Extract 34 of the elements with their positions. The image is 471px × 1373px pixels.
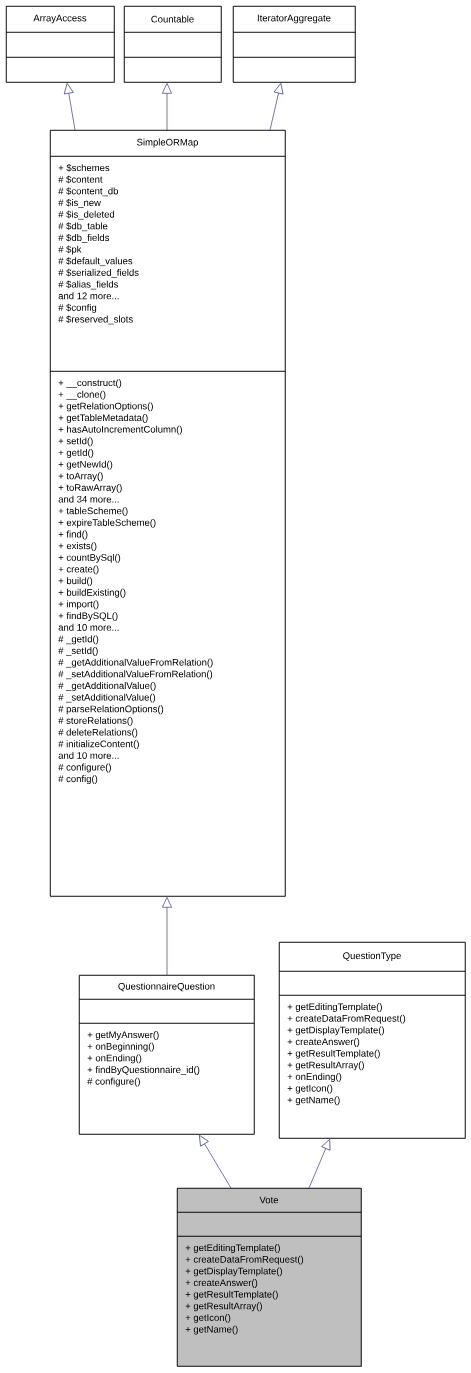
method-compartment: + getEditingTemplate() + createDataFromRequest() + getDisplayTemplate() + createAnswer() + getResultTemplate() + getResultArray() + onEnding() + getIcon() + getName(): [279, 995, 466, 1139]
inheritance-arrow: [162, 897, 172, 976]
method-compartment: [6, 57, 115, 83]
attribute-compartment: [79, 999, 255, 1024]
inheritance-arrow: [269, 83, 284, 131]
class-box: [233, 6, 356, 83]
method-compartment: [124, 57, 222, 83]
class-name-row: ArrayAccess: [6, 6, 115, 33]
class-box: [124, 6, 222, 83]
inheritance-arrow: [199, 1134, 232, 1189]
attribute-compartment: [177, 1212, 362, 1237]
inheritance-arrow: [63, 83, 76, 131]
method-compartment: + getMyAnswer() + onBeginning() + onEnding() + findByQuestionnaire_id() # configure(): [79, 1023, 255, 1135]
class-name-row: Countable: [124, 6, 222, 33]
class-name-row: Vote: [177, 1188, 362, 1213]
class-box: [50, 130, 286, 897]
class-name-row: IteratorAggregate: [233, 6, 356, 33]
inheritance-arrow: [308, 1138, 331, 1189]
class-box: [279, 942, 466, 1139]
inheritance-arrow: [162, 83, 172, 131]
class-name-row: QuestionType: [279, 942, 466, 972]
class-box: [79, 975, 255, 1135]
attribute-compartment: + $schemes # $content # $content_db # $is_new # $is_deleted # $db_table # $db_fields # $pk # $default_values # $serialized_fields # $alias_fields and 12 more... # $config # $reserved_slots: [50, 156, 286, 372]
attribute-compartment: [279, 971, 466, 996]
class-name-row: SimpleORMap: [50, 130, 286, 157]
class-box: [6, 6, 115, 83]
attribute-compartment: [6, 32, 115, 58]
attribute-compartment: [233, 32, 356, 58]
method-compartment: + getEditingTemplate() + createDataFromRequest() + getDisplayTemplate() + createAnswer() + getResultTemplate() + getResultArray() + getIcon() + getName(): [177, 1236, 362, 1367]
method-compartment: [233, 57, 356, 83]
class-box: [177, 1188, 362, 1367]
method-compartment: + __construct() + __clone() + getRelationOptions() + getTableMetadata() + hasAutoIncrementColumn() + setId() + getId() + getNewId() + toArray() + toRawArray() and 34 more... + tableScheme() + expireTableScheme() + find() + exists() + countBySql() + create() + build() + buildExisting() + import() + findBySQL() and 10 more... # _getId() # _setId() # _getAdditionalValueFromRelation() # _setAdditionalValueFromRelation() # _getAdditionalValue() # _setAdditionalValue() # parseRelationOptions() # storeRelations() # deleteRelations() # initializeContent() and 10 more... # configure() # config(): [50, 371, 286, 897]
attribute-compartment: [124, 32, 222, 58]
class-name-row: QuestionnaireQuestion: [79, 975, 255, 1000]
